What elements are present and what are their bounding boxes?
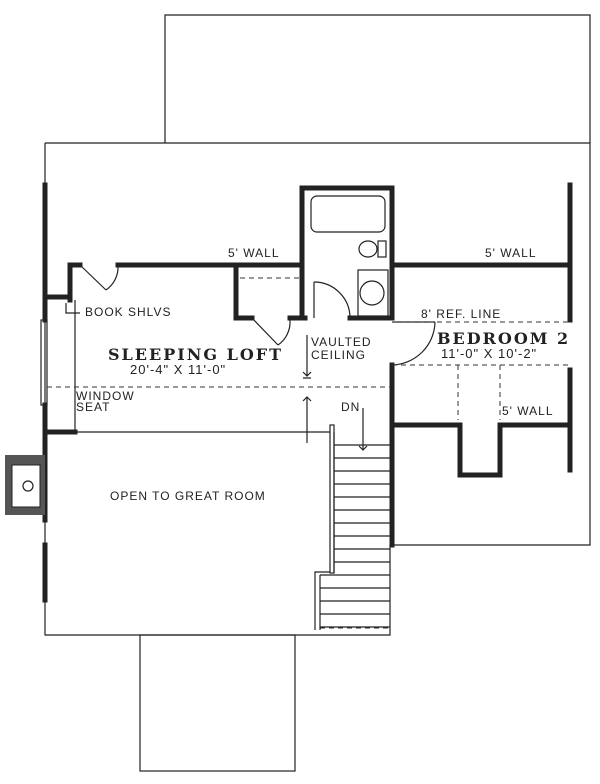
wall-label: 5' WALL [485,246,537,260]
porch-outline [139,634,296,772]
window-seat-label: SEAT [76,400,110,414]
sink-icon [357,269,389,317]
open-to-label: OPEN TO GREAT ROOM [110,489,266,503]
vaulted-label: VAULTED [311,335,372,349]
chimney [5,455,45,515]
room-name: BEDROOM 2 [437,329,570,348]
arrow-icon [302,335,368,451]
book-shelves-label: BOOK SHLVS [85,305,171,319]
stairs-down-label: DN [341,400,360,414]
flue-icon [22,480,34,492]
room-name: SLEEPING LOFT [108,345,283,364]
ref-line-label: 8' REF. LINE [421,307,501,321]
bathtub-icon [310,195,386,233]
wall-label: 5' WALL [228,246,280,260]
window [40,319,48,406]
stairs[interactable] [314,424,390,630]
toilet-icon [358,240,378,258]
vaulted-label: CEILING [311,348,366,362]
room-size: 11'-0" X 10'-2" [441,346,537,361]
room-size: 20'-4" X 11'-0" [130,362,226,377]
wall-label: 5' WALL [502,404,554,418]
bath-fixtures [310,195,389,317]
window-seat-label: WINDOW [76,389,135,403]
